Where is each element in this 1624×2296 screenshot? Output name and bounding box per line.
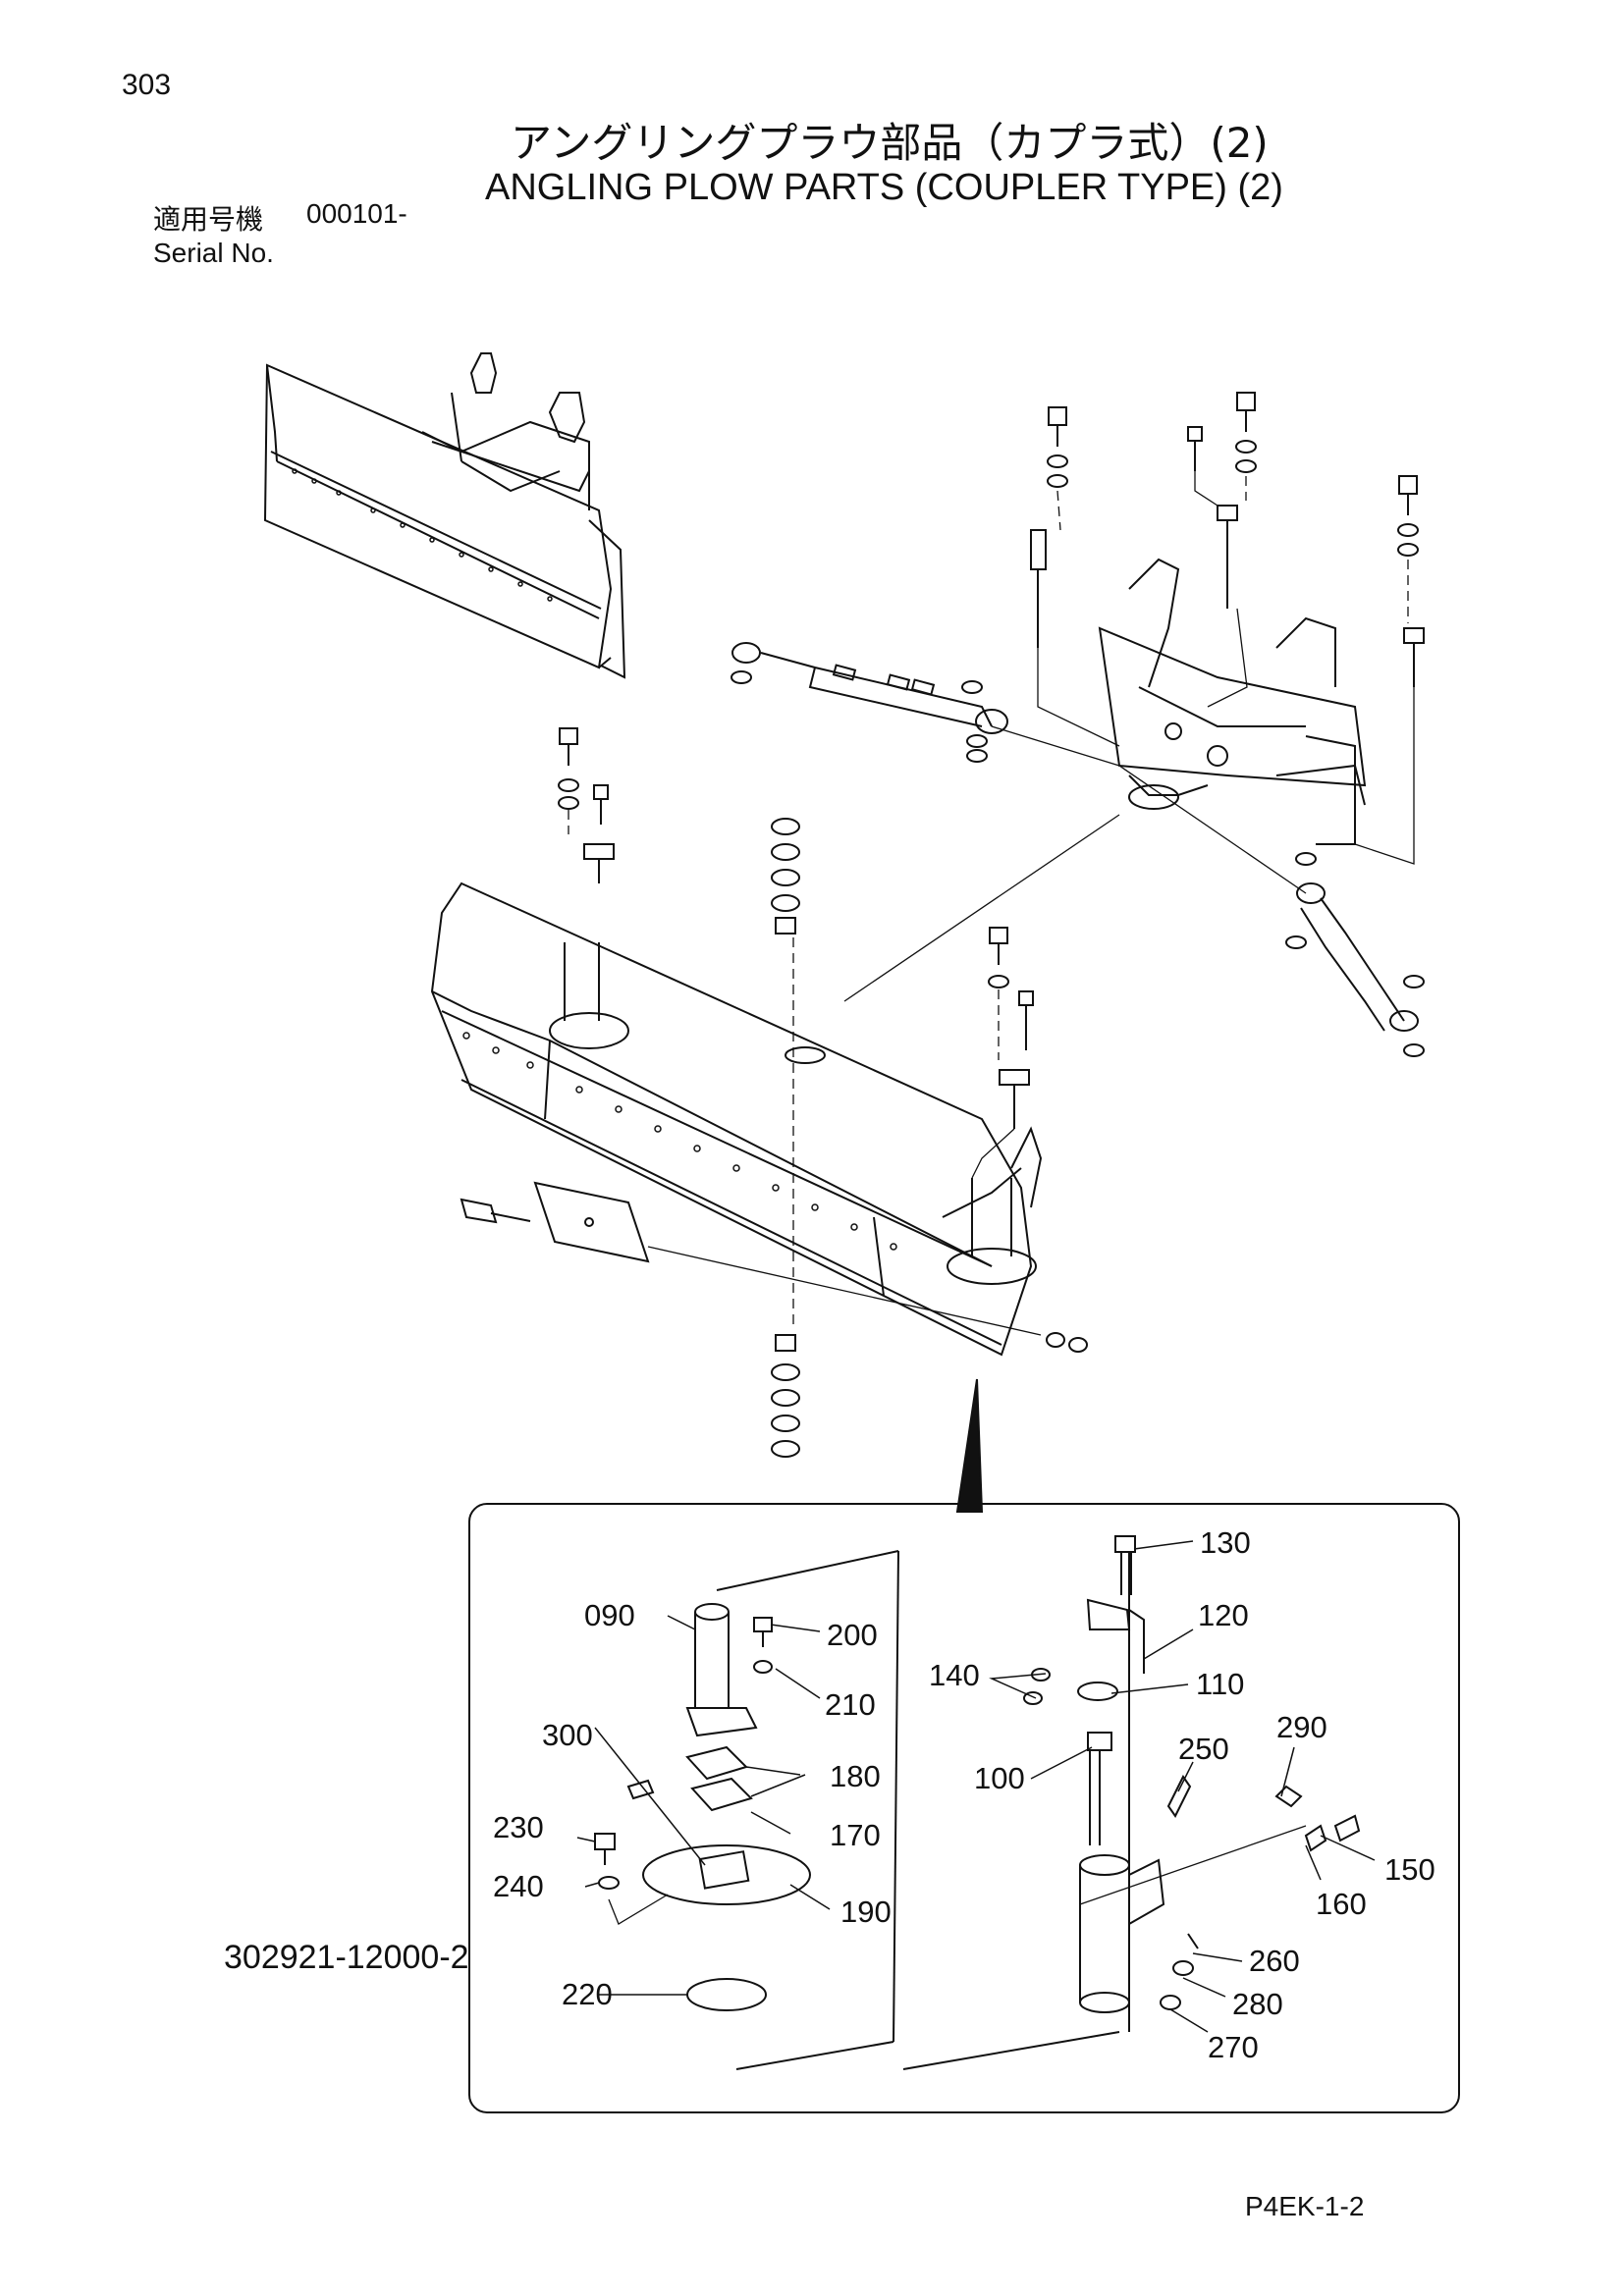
callout-160: 160 [1316, 1887, 1367, 1921]
title-japanese: アングリングプラウ部品（カプラ式）(2) [511, 119, 1269, 167]
callout-leaders [576, 1540, 1376, 2033]
detail-left-assembly [594, 1550, 899, 2070]
callout-170: 170 [830, 1818, 881, 1852]
callout-120: 120 [1198, 1598, 1249, 1632]
page-code: P4EK-1-2 [1245, 2191, 1365, 2221]
plow-blade-illustration [430, 881, 1043, 1357]
serial-label-japanese: 適用号機 [153, 203, 264, 236]
center-washer-stack-bottom [771, 1334, 800, 1458]
callout-270: 270 [1208, 2030, 1259, 2064]
callout-290: 290 [1276, 1710, 1327, 1744]
document-code: 302921-12000-2 [224, 1939, 469, 1976]
callout-180: 180 [830, 1759, 881, 1793]
serial-label-english: Serial No. [153, 238, 274, 268]
center-washer-stack-top [771, 818, 800, 934]
cutting-edge-hardware [460, 1181, 1088, 1353]
plow-blade-holes [462, 1032, 897, 1251]
callout-250: 250 [1178, 1732, 1229, 1766]
assembly-lines [568, 476, 1409, 1330]
callout-260: 260 [1249, 1944, 1300, 1978]
callout-100: 100 [974, 1761, 1025, 1795]
plow-right-fasteners [988, 927, 1034, 1129]
plow-left-fasteners [558, 727, 615, 883]
callout-labels: 130 120 110 140 100 250 290 150 160 260 … [493, 1525, 1435, 2064]
callout-090: 090 [584, 1598, 635, 1632]
callout-280: 280 [1232, 1987, 1283, 2021]
callout-220: 220 [562, 1977, 613, 2011]
overview-plow-illustration [263, 352, 626, 679]
detail-box [468, 1503, 1460, 2113]
serial-range: 000101- [306, 198, 407, 229]
page-number: 303 [122, 69, 172, 101]
leader-lines [647, 471, 1415, 1336]
angling-cylinder-right [1285, 852, 1425, 1057]
callout-190: 190 [840, 1895, 892, 1929]
swing-bracket-illustration [1098, 558, 1367, 845]
callout-140: 140 [929, 1658, 980, 1692]
bracket-top-fasteners [1030, 392, 1425, 687]
title-english: ANGLING PLOW PARTS (COUPLER TYPE) (2) [485, 167, 1283, 208]
callout-200: 200 [827, 1618, 878, 1652]
callout-210: 210 [825, 1687, 876, 1722]
angling-cylinder-left [731, 642, 1008, 763]
callout-240: 240 [493, 1869, 544, 1903]
detail-pointer [955, 1378, 984, 1513]
callout-150: 150 [1384, 1852, 1435, 1887]
detail-right-assembly [902, 1535, 1361, 2070]
callout-130: 130 [1200, 1525, 1251, 1560]
overview-plow-holes [292, 468, 553, 602]
callout-230: 230 [493, 1810, 544, 1844]
callout-110: 110 [1196, 1667, 1244, 1701]
callout-300: 300 [542, 1718, 593, 1752]
